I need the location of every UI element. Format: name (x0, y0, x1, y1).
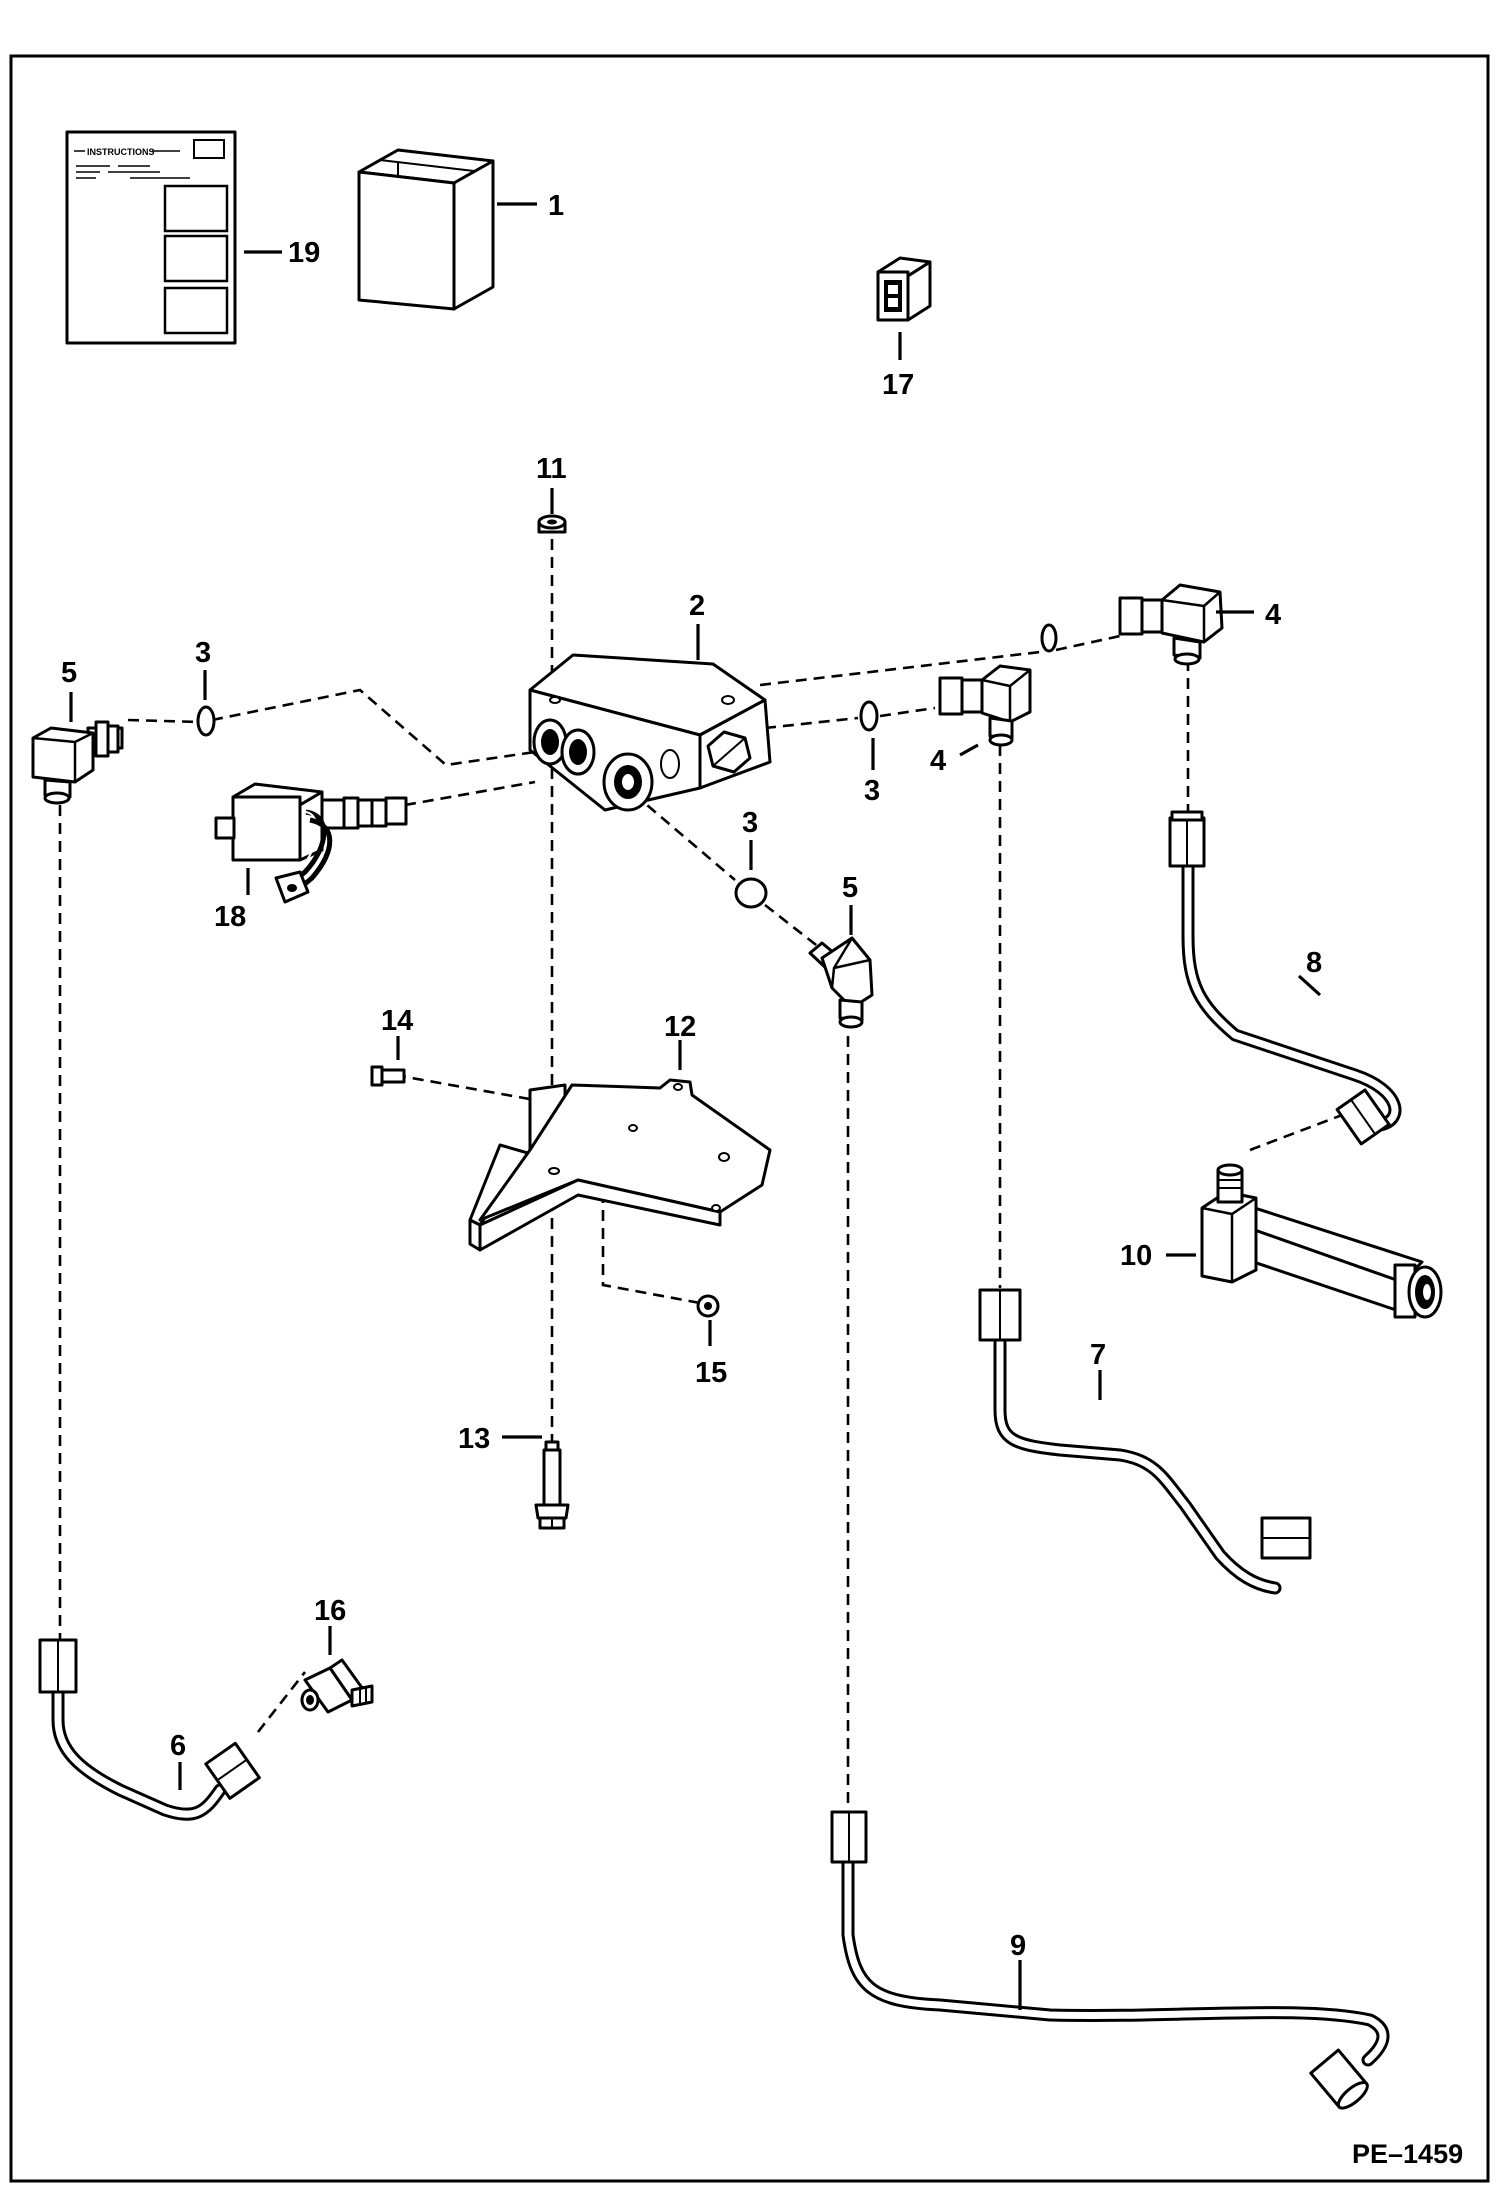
tee-fitting-16 (300, 1658, 374, 1714)
mounting-bracket (468, 1078, 772, 1252)
tee-fitting-10 (1200, 1163, 1443, 1319)
callout-7: 7 (1090, 1339, 1106, 1371)
elbow-fitting-4-lower (938, 664, 1032, 747)
tube-9 (830, 1810, 1390, 2110)
tube-8 (1168, 810, 1402, 1146)
callout-1: 1 (548, 190, 564, 222)
callout-10: 10 (1120, 1240, 1152, 1272)
callout-17: 17 (882, 369, 914, 401)
tube-6 (38, 1638, 261, 1821)
leader-lines (69, 202, 1322, 2010)
callout-12: 12 (664, 1011, 696, 1043)
elbow-fitting-5-lower (808, 936, 874, 1029)
callout-6: 6 (170, 1730, 186, 1762)
valve-block (528, 653, 772, 812)
callout-5-lower: 5 (842, 872, 858, 904)
plug-11 (537, 514, 567, 534)
o-ring-4-upper (1040, 623, 1058, 653)
callout-4-upper: 4 (1265, 599, 1281, 631)
callouts: 1 19 17 11 2 4 3 5 4 3 3 5 18 8 14 12 10… (61, 190, 1322, 1962)
o-ring-3c (734, 877, 768, 909)
callout-8: 8 (1306, 947, 1322, 979)
callout-14: 14 (381, 1005, 413, 1037)
callout-2: 2 (689, 590, 705, 622)
drawing-id: PE–1459 (1352, 2139, 1463, 2169)
assembly-lines (58, 503, 1351, 1810)
callout-4-lower: 4 (930, 745, 946, 777)
elbow-fitting-4-upper (1118, 583, 1224, 666)
rocker-switch (876, 256, 932, 322)
o-ring-3b (859, 700, 879, 732)
callout-11: 11 (536, 453, 567, 485)
kit-box (357, 148, 495, 311)
tube-7 (978, 1288, 1312, 1595)
callout-9: 9 (1010, 1930, 1026, 1962)
callout-15: 15 (695, 1357, 727, 1389)
nut-15 (696, 1294, 720, 1318)
screw-14 (370, 1065, 406, 1087)
drawing-border (9, 54, 1490, 2183)
elbow-fitting-5-left (31, 720, 124, 805)
callout-16: 16 (314, 1595, 346, 1627)
callout-18: 18 (214, 901, 246, 933)
callout-3-left: 3 (195, 637, 211, 669)
instructions-heading: INSTRUCTIONS (87, 147, 155, 157)
callout-5-left: 5 (61, 657, 77, 689)
callout-19: 19 (288, 237, 320, 269)
callout-3-middle: 3 (864, 775, 880, 807)
callout-3-lower: 3 (742, 807, 758, 839)
callout-13: 13 (458, 1423, 490, 1455)
bolt-13 (534, 1440, 570, 1530)
solenoid-coil (214, 782, 408, 904)
o-ring-3a (196, 705, 216, 737)
instructions-sheet: INSTRUCTIONS (65, 130, 237, 345)
